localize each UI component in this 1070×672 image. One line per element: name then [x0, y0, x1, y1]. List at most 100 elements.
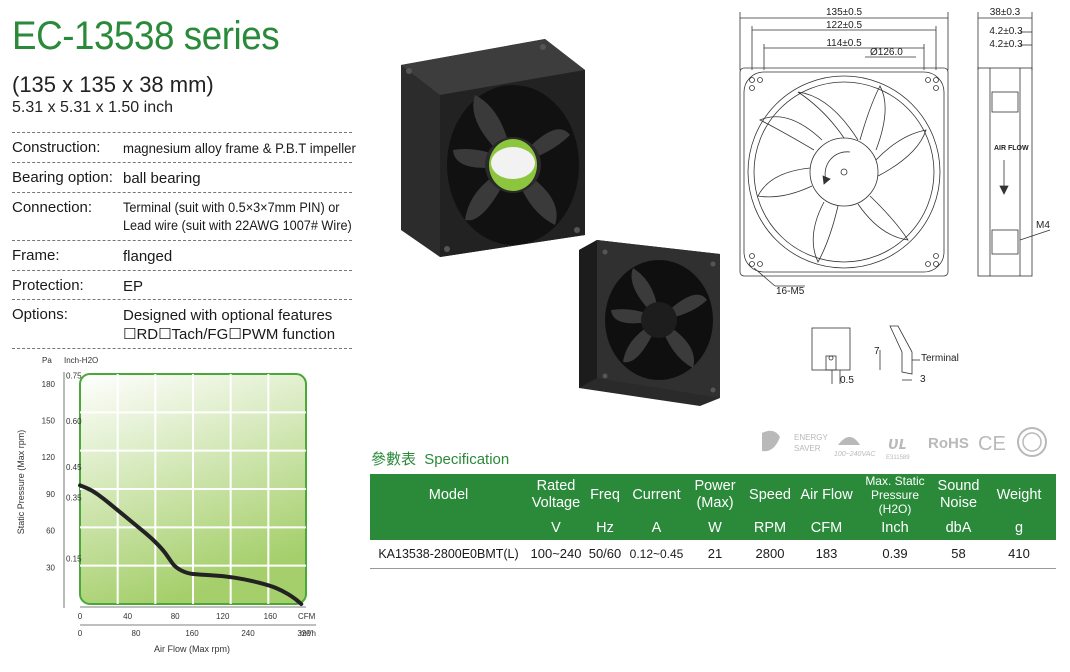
- spec-value: Terminal (suit with 0.5×3×7mm PIN) or Le…: [123, 199, 352, 235]
- dim-135: 135±0.5: [826, 7, 863, 18]
- logo-saver: SAVER: [794, 444, 821, 453]
- unit-noise: dbA: [935, 516, 982, 540]
- spec-key: Protection:: [12, 277, 84, 294]
- chart-x-tick-cfm: 80: [171, 612, 180, 621]
- logo-ce: CE: [978, 433, 1006, 455]
- spec-value-line: Designed with optional features: [123, 307, 333, 324]
- chart-x-label: Air Flow (Max rpm): [154, 644, 230, 654]
- label-t7: 7: [874, 346, 880, 357]
- spec-list: Construction: magnesium alloy frame & P.…: [12, 132, 356, 349]
- logo-energy: ENERGY: [794, 433, 828, 442]
- spec-row-options: Options: Designed with optional features…: [12, 299, 352, 349]
- unit-freq: Hz: [585, 516, 625, 540]
- spec-key: Construction:: [12, 139, 101, 156]
- logo-rohs: RoHS: [928, 435, 969, 452]
- certification-logos: ENERGY SAVER 100~240VAC ᴜʟ E311589 RoHS …: [762, 427, 1047, 461]
- chart-y-tick-pa: 30: [46, 563, 55, 572]
- unit-power: W: [688, 516, 742, 540]
- dimensions-inch: 5.31 x 5.31 x 1.50 inch: [12, 99, 173, 116]
- spec-row-frame: Frame: flanged: [12, 240, 352, 270]
- unit-speed: RPM: [742, 516, 798, 540]
- col-voltage: Rated Voltage: [527, 474, 585, 516]
- technical-drawing: 135±0.5 122±0.5 114±0.5 Ø126.0 38±0.3 4.…: [739, 7, 1050, 386]
- col-weight: Weight: [982, 474, 1056, 516]
- spec-value-line: ☐RD☐Tach/FG☐PWM function: [123, 326, 336, 343]
- unit-airflow: CFM: [798, 516, 855, 540]
- chart-y-tick-inch: 0.45: [66, 463, 82, 472]
- dim-38: 38±0.3: [990, 7, 1021, 18]
- col-noise: Sound Noise: [935, 474, 982, 516]
- spec-value-line: Terminal (suit with 0.5×3×7mm PIN) or: [123, 200, 340, 215]
- logo-voltage: 100~240VAC: [834, 451, 876, 458]
- globe-icon: [838, 437, 860, 445]
- chart-y-tick-inch: 0.15: [66, 554, 82, 563]
- dim-114: 114±0.5: [826, 38, 862, 49]
- label-terminal: Terminal: [921, 353, 959, 364]
- spec-row-protection: Protection: EP: [12, 270, 352, 299]
- label-t3: 3: [920, 374, 926, 385]
- chart-x-tick-m3h: 80: [132, 629, 141, 638]
- dim-4-2-a: 4.2±0.3: [989, 26, 1023, 37]
- spec-row-connection: Connection: Terminal (suit with 0.5×3×7m…: [12, 192, 352, 240]
- unit-current: A: [625, 516, 688, 540]
- spec-key: Bearing option:: [12, 169, 113, 186]
- fan-photo-large: [401, 39, 585, 257]
- label-m4: M4: [1036, 220, 1050, 231]
- chart-y-tick-pa: 60: [46, 527, 55, 536]
- chart-y-tick-inch: 0.35: [66, 493, 82, 502]
- chart-y-tick-pa: 90: [46, 490, 55, 499]
- chart-y-unit-inch: Inch-H2O: [64, 356, 98, 365]
- spec-key: Connection:: [12, 199, 93, 216]
- cell-current: 0.12~0.45: [625, 540, 688, 569]
- spec-value: EP: [123, 278, 144, 295]
- ccc-icon: [1017, 427, 1047, 457]
- fan-photo-small: [579, 240, 720, 406]
- chart-y-tick-pa: 150: [42, 416, 56, 425]
- chart-x-tick-cfm: 120: [216, 612, 230, 621]
- label-holes: 16-M5: [776, 286, 805, 297]
- chart-y-tick-pa: 120: [42, 453, 56, 462]
- spec-table-units: V Hz A W RPM CFM Inch dbA g: [370, 516, 1056, 540]
- table-row: KA13538-2800E0BMT(L) 100~240 50/60 0.12~…: [370, 540, 1056, 569]
- spec-title-en: Specification: [424, 451, 510, 468]
- col-model: Model: [370, 474, 527, 516]
- label-airflow: AIR FLOW: [994, 145, 1029, 152]
- cell-power: 21: [688, 540, 742, 569]
- spec-value: Designed with optional features ☐RD☐Tach…: [123, 306, 335, 344]
- unit-static-pressure: Inch: [855, 516, 935, 540]
- dimensions-mm: (135 x 135 x 38 mm): [12, 72, 214, 97]
- chart-x-tick-m3h: 240: [241, 629, 255, 638]
- chart-x-tick-m3h: 160: [185, 629, 199, 638]
- spec-row-construction: Construction: magnesium alloy frame & P.…: [12, 132, 356, 162]
- chart-y-label: Static Pressure (Max rpm): [16, 430, 26, 535]
- chart-series-line-0: [78, 483, 304, 606]
- chart-x-tick-m3h: 0: [78, 629, 83, 638]
- chart-y-tick-inch: 0.75: [66, 372, 82, 381]
- spec-title-cn: 參數表: [371, 451, 417, 468]
- chart-y-tick-pa: 180: [42, 380, 56, 389]
- cell-model: KA13538-2800E0BMT(L): [370, 540, 527, 569]
- cell-speed: 2800: [742, 540, 798, 569]
- col-static-pressure: Max. Static Pressure (H2O): [855, 474, 935, 516]
- chart-x-tick-cfm: 160: [264, 612, 278, 621]
- series-title: EC-13538 series: [12, 14, 280, 58]
- spec-key: Frame:: [12, 247, 60, 264]
- logo-ul-code: E311589: [886, 455, 910, 461]
- cell-noise: 58: [935, 540, 982, 569]
- col-airflow: Air Flow: [798, 474, 855, 516]
- chart-x-tick-cfm: 40: [123, 612, 132, 621]
- chart-y-unit-pa: Pa: [42, 356, 52, 365]
- chart-x-unit-cfm: CFM: [298, 612, 316, 621]
- spec-table: Model Rated Voltage Freq Current Power (…: [370, 474, 1056, 569]
- spec-value-line: Lead wire (suit with 22AWG 1007# Wire): [123, 218, 352, 233]
- leaf-icon: [762, 430, 780, 452]
- unit-model: [370, 516, 527, 540]
- cell-static-pressure: 0.39: [855, 540, 935, 569]
- col-speed: Speed: [742, 474, 798, 516]
- label-t05: 0.5: [840, 375, 854, 386]
- cell-weight: 410: [982, 540, 1056, 569]
- dim-122: 122±0.5: [826, 20, 863, 31]
- col-current: Current: [625, 474, 688, 516]
- cell-freq: 50/60: [585, 540, 625, 569]
- spec-key: Options:: [12, 306, 68, 323]
